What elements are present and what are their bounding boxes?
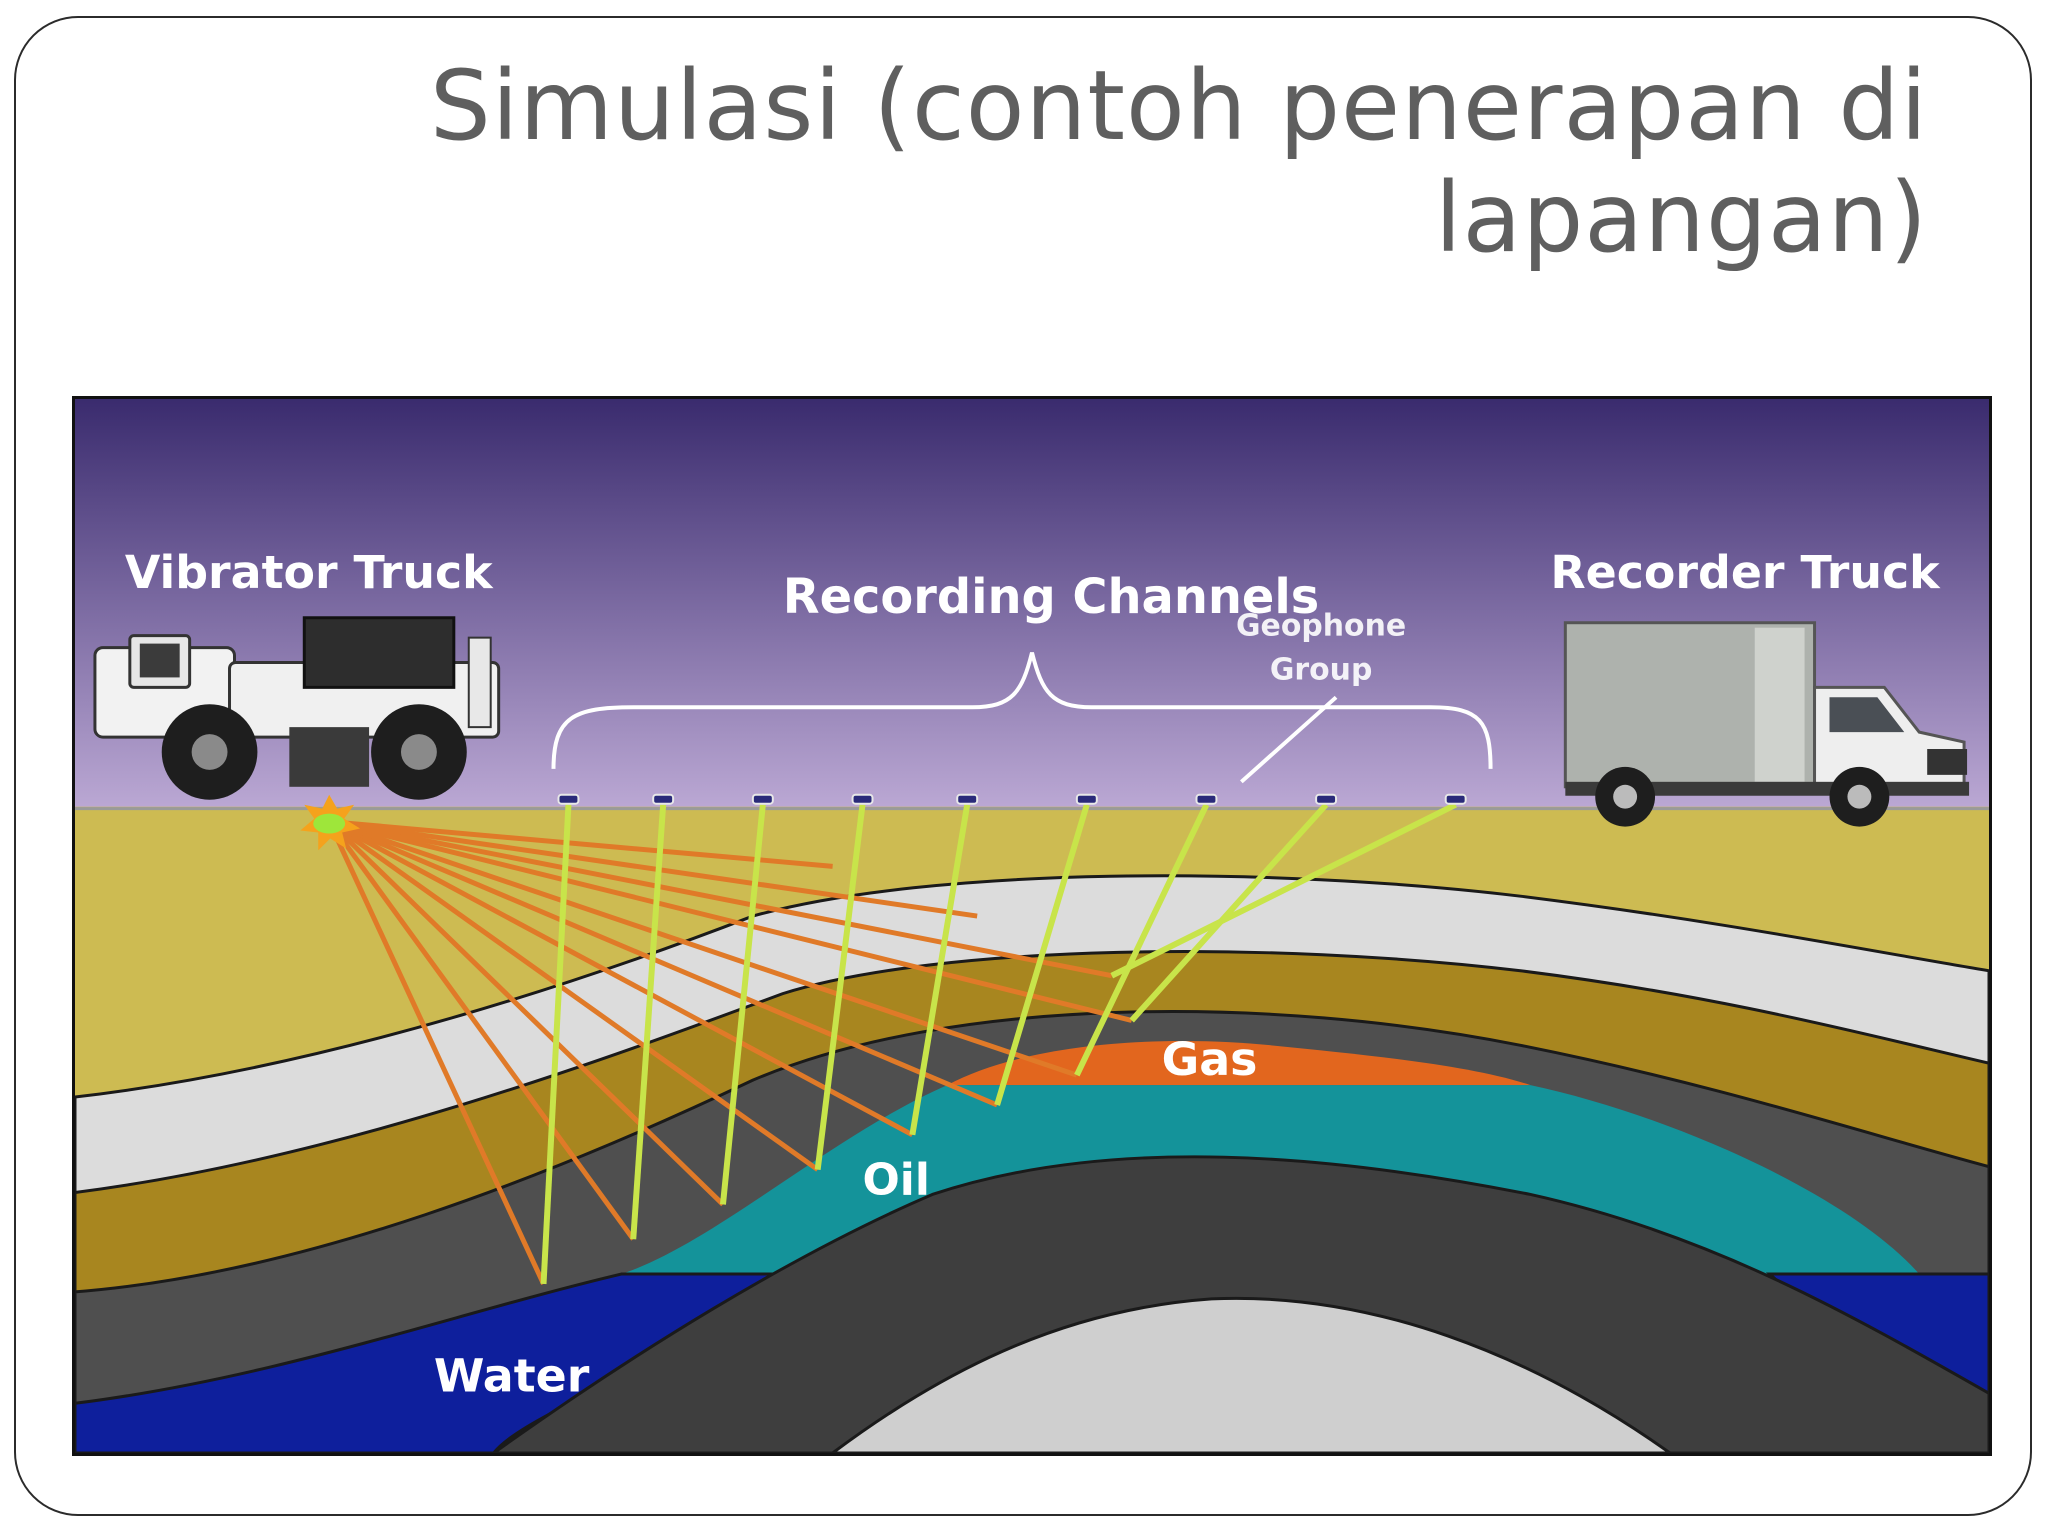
- grey-arch-layer: [830, 1296, 1673, 1453]
- gas-label: Gas: [1162, 1032, 1258, 1086]
- recorder-truck-label: Recorder Truck: [1550, 545, 1941, 599]
- recording-channels-label: Recording Channels: [783, 570, 1319, 625]
- geophone: [652, 793, 675, 805]
- geophone: [1075, 793, 1098, 805]
- water-label: Water: [434, 1348, 590, 1402]
- slide-title-line-2: lapangan): [1434, 162, 1928, 274]
- oil-label: Oil: [863, 1155, 930, 1206]
- slide-title: Simulasi (contoh penerapan di lapangan): [228, 50, 1928, 274]
- geophone: [1195, 793, 1218, 805]
- recorder-truck: [1563, 621, 1970, 827]
- recording-channels-brace: [551, 652, 1493, 769]
- vibrator-truck: [93, 616, 501, 800]
- geophone-group-label-line-2: Group: [1270, 652, 1373, 687]
- reflected-rays: [540, 802, 1458, 1285]
- geophone: [557, 793, 580, 805]
- geophone: [751, 793, 774, 805]
- geophone-group-pointer: [1240, 695, 1338, 784]
- geophone: [1315, 793, 1338, 805]
- geophones: [557, 793, 1467, 805]
- slide-title-line-1: Simulasi (contoh penerapan di: [429, 50, 1928, 162]
- geophone: [1444, 793, 1467, 805]
- gas-reservoir: [947, 1041, 1531, 1086]
- geophone: [956, 793, 979, 805]
- vibration-source-burst: [300, 794, 361, 851]
- subsurface-layers: [75, 806, 1989, 1453]
- geophone: [851, 793, 874, 805]
- vibrator-truck-label: Vibrator Truck: [125, 545, 494, 599]
- seismic-survey-diagram: Vibrator Truck Recording Channels Geopho…: [72, 396, 1992, 1456]
- incident-rays: [326, 819, 1133, 1286]
- geophone-group-label-line-1: Geophone: [1236, 609, 1406, 644]
